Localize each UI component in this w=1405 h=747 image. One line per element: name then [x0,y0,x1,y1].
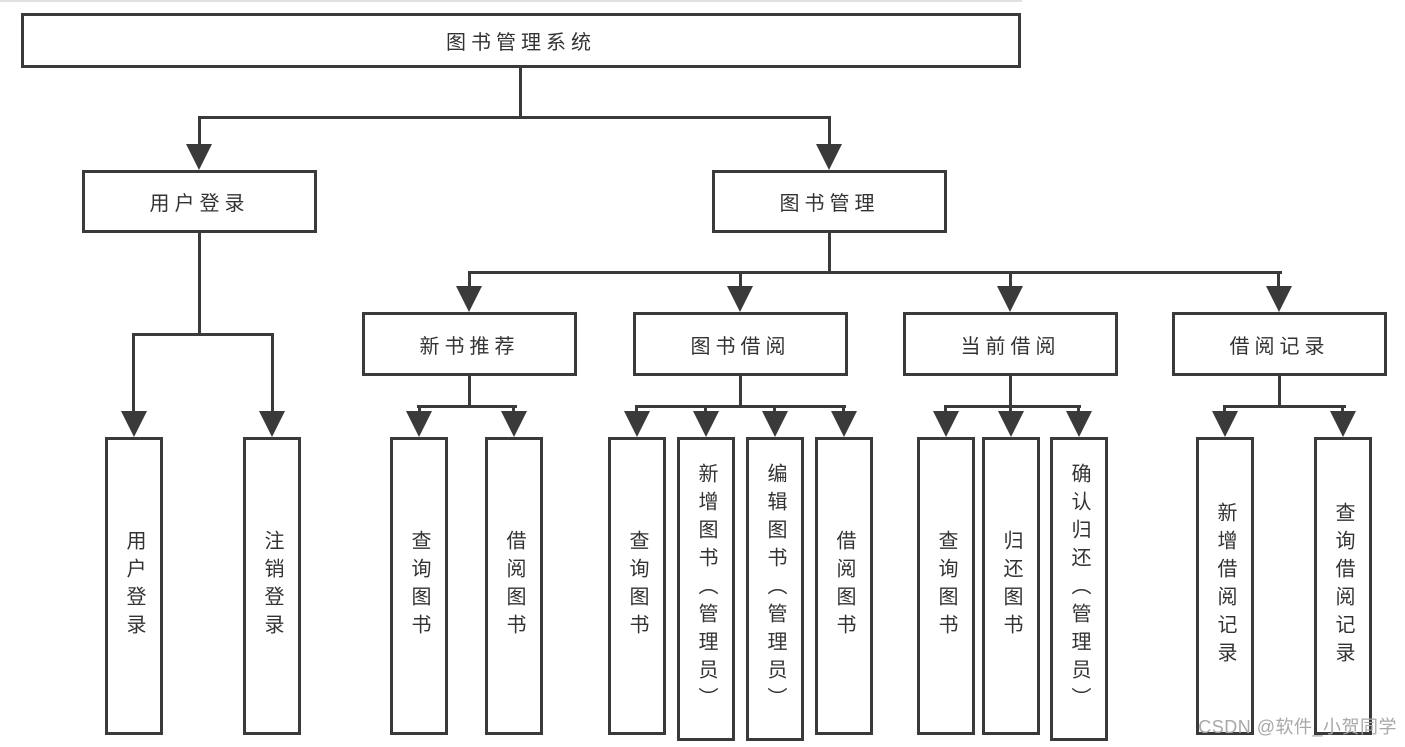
connector-branch-book-borrowing [635,405,846,408]
leaf-current-search-book: 查询图书 [917,437,975,735]
connector-leaf-stem [704,405,707,415]
connector-leaf-stem [1223,405,1226,415]
connector-leaf-stem [512,405,515,415]
leaf-user-login-label: 用户登录 [123,530,145,642]
connector-leaf-stem [773,405,776,415]
leaf-newbook-search-book: 查询图书 [390,437,448,735]
node-root-label: 图书管理系统 [446,32,596,54]
arrowhead-icon [933,411,959,437]
connector-stem-book-management [828,116,831,146]
connector-group-stem-book-borrowing [739,376,742,408]
node-new-book-recommend-label: 新书推荐 [419,335,520,358]
leaf-borrowing-edit-book-admin: 编辑图书（管理员） [746,437,804,741]
connector-leaf-stem [1341,405,1344,415]
arrowhead-icon [998,411,1024,437]
connector-branch-borrowing-records [1223,405,1346,408]
connector-stem-new-book-recommend [468,271,471,288]
node-book-management-label: 图书管理 [779,193,880,215]
connector-branch-current-borrowing [944,405,1081,408]
node-new-book-recommend: 新书推荐 [362,312,577,376]
node-borrowing-records: 借阅记录 [1172,312,1387,376]
leaf-records-add-record: 新增借阅记录 [1196,437,1254,735]
leaf-borrowing-borrow-book-label: 借阅图书 [833,530,855,642]
connector-user-login-branch [132,333,274,336]
connector-leaf-stem [944,405,947,415]
leaf-borrowing-edit-book-admin-label: 编辑图书（管理员） [764,463,786,715]
connector-root-branch [198,116,831,119]
arrowhead-icon [456,286,482,312]
connector-branch-new-book [417,405,517,408]
arrowhead-icon [693,411,719,437]
top-edge-line [0,0,1022,2]
node-user-login: 用户登录 [82,170,317,233]
leaf-borrowing-add-book-admin-label: 新增图书（管理员） [695,463,717,715]
connector-leaf-stem [1077,405,1080,415]
leaf-borrowing-add-book-admin: 新增图书（管理员） [677,437,735,741]
arrowhead-icon [1212,411,1238,437]
arrowhead-icon [762,411,788,437]
connector-leaf-stem [842,405,845,415]
connector-stem-book-borrowing [739,271,742,288]
connector-user-login-stem [198,233,201,336]
leaf-current-confirm-return-admin: 确认归还（管理员） [1050,437,1108,741]
arrowhead-icon [624,411,650,437]
node-root: 图书管理系统 [21,13,1021,68]
leaf-borrowing-borrow-book: 借阅图书 [815,437,873,735]
connector-book-management-stem [828,233,831,274]
arrowhead-icon [727,286,753,312]
connector-group-stem-new-book [468,376,471,408]
connector-level3-branch [468,271,1282,274]
leaf-newbook-borrow-book: 借阅图书 [485,437,543,735]
arrowhead-icon [831,411,857,437]
node-book-borrowing: 图书借阅 [633,312,848,376]
node-user-login-label: 用户登录 [149,193,250,215]
arrowhead-icon [501,411,527,437]
leaf-records-add-record-label: 新增借阅记录 [1214,502,1236,670]
leaf-newbook-search-book-label: 查询图书 [408,530,430,642]
connector-group-stem-borrowing-records [1278,376,1281,408]
arrowhead-icon [186,144,212,170]
leaf-logout-login-label: 注销登录 [261,530,283,642]
node-book-borrowing-label: 图书借阅 [690,335,791,358]
leaf-current-return-book-label: 归还图书 [1000,530,1022,642]
connector-leaf-stem [635,405,638,415]
leaf-user-login: 用户登录 [105,437,163,735]
leaf-records-search-record-label: 查询借阅记录 [1332,502,1354,670]
leaf-borrowing-search-book: 查询图书 [608,437,666,735]
leaf-newbook-borrow-book-label: 借阅图书 [503,530,525,642]
leaf-current-search-book-label: 查询图书 [935,530,957,642]
connector-leaf-stem [1009,405,1012,415]
connector-stem-leaf-user-login [132,333,135,413]
leaf-current-confirm-return-admin-label: 确认归还（管理员） [1068,463,1090,715]
arrowhead-icon [259,411,285,437]
node-current-borrowing-label: 当前借阅 [960,335,1061,358]
leaf-logout-login: 注销登录 [243,437,301,735]
connector-stem-leaf-logout [271,333,274,413]
connector-root-stem [519,68,522,119]
arrowhead-icon [997,286,1023,312]
leaf-records-search-record: 查询借阅记录 [1314,437,1372,735]
connector-stem-user-login [198,116,201,146]
connector-stem-borrowing-records [1277,271,1280,288]
arrowhead-icon [121,411,147,437]
node-borrowing-records-label: 借阅记录 [1229,335,1330,358]
arrowhead-icon [1066,411,1092,437]
connector-leaf-stem [418,405,421,415]
connector-group-stem-current-borrowing [1009,376,1012,408]
node-book-management: 图书管理 [712,170,947,233]
connector-stem-current-borrowing [1009,271,1012,288]
leaf-borrowing-search-book-label: 查询图书 [626,530,648,642]
node-current-borrowing: 当前借阅 [903,312,1118,376]
arrowhead-icon [406,411,432,437]
arrowhead-icon [816,144,842,170]
arrowhead-icon [1266,286,1292,312]
leaf-current-return-book: 归还图书 [982,437,1040,735]
watermark: CSDN @软件_小贺同学 [1198,717,1397,737]
arrowhead-icon [1330,411,1356,437]
